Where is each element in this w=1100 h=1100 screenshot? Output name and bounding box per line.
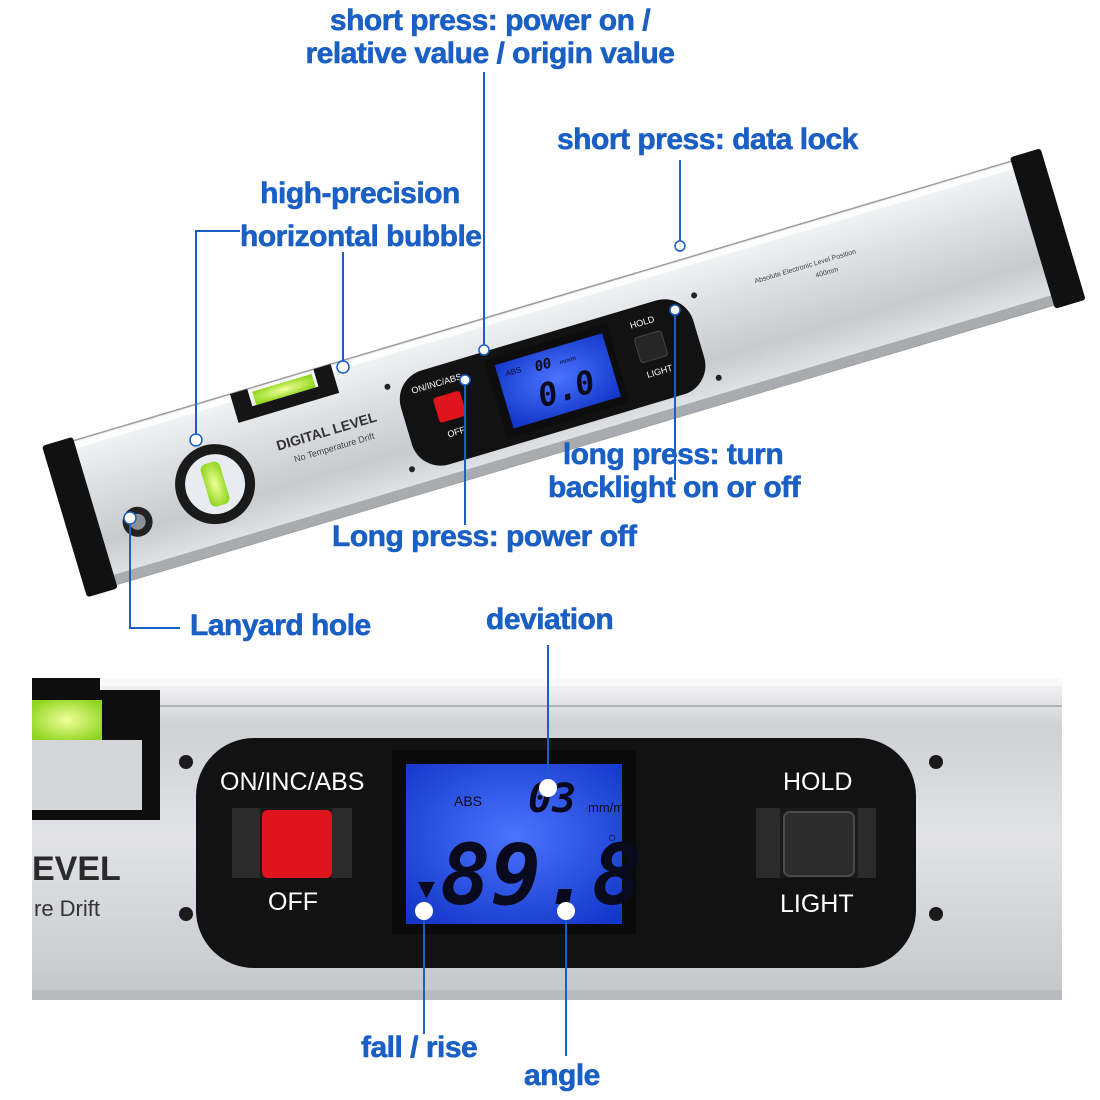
callout-power-on: short press: power on / relative value /… (300, 4, 680, 71)
callout-bubble-line1: high-precision (260, 177, 461, 211)
top-lcd-unit: mm/m (559, 356, 577, 367)
zoom-lcd-mode: ABS (454, 793, 482, 809)
callout-lanyard: Lanyard hole (190, 609, 372, 643)
zoom-lcd-angle: 89.8 (440, 826, 642, 924)
zoom-lcd-unit: mm/m (588, 800, 624, 815)
top-lcd-mode: ABS (504, 365, 522, 378)
callout-power-off: Long press: power off (332, 520, 638, 554)
zoom-hold-button[interactable] (783, 811, 855, 877)
zoom-hold-label: HOLD (783, 768, 852, 796)
callout-power-on-line1: short press: power on / (329, 4, 651, 38)
zoom-off-label: OFF (268, 888, 318, 916)
leader-dots (123, 240, 686, 525)
top-lcd-small: 00 (533, 355, 554, 375)
callout-bubble: high-precision horizontal bubble (240, 177, 483, 254)
zoom-light-label: LIGHT (780, 890, 854, 918)
top-hold-button[interactable] (634, 330, 668, 364)
callout-backlight-line2: backlight on or off (548, 471, 801, 505)
zoom-lcd-arrow: ▼ (418, 877, 435, 902)
top-power-button[interactable] (433, 390, 467, 423)
callout-power-on-line2: relative value / origin value (305, 37, 675, 71)
callout-backlight: long press: turn backlight on or off (548, 438, 801, 505)
callout-fall-rise: fall / rise (361, 1031, 478, 1065)
callout-angle: angle (524, 1059, 601, 1093)
top-level-body: DIGITAL LEVEL No Temperature Drift ABS 0… (42, 149, 1085, 597)
callout-backlight-line1: long press: turn (562, 438, 784, 472)
zoom-subtitle-partial: re Drift (34, 896, 100, 921)
callout-bubble-line2: horizontal bubble (240, 220, 483, 254)
callout-deviation: deviation (486, 603, 614, 637)
zoom-power-button[interactable] (262, 810, 332, 878)
zoom-brand-partial: EVEL (32, 850, 121, 888)
zoom-left-button-label: ON/INC/ABS (220, 768, 364, 796)
leader-lines (129, 72, 681, 1056)
callout-data-lock: short press: data lock (557, 123, 859, 157)
zoom-dots (415, 779, 575, 920)
zoom-lcd-degree: ○ (608, 829, 616, 845)
